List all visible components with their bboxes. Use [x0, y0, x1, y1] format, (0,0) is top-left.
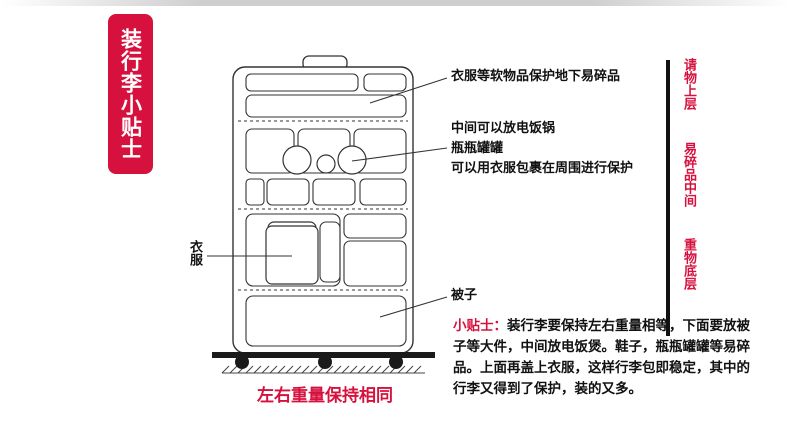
wheel-left: [235, 355, 249, 369]
legend-bar: [666, 60, 670, 336]
suitcase-base: [212, 352, 435, 358]
jar: [337, 145, 367, 175]
label-clothes-left: 衣服: [187, 240, 202, 266]
caption-balance: 左右重量保持相同: [257, 386, 393, 406]
label-middle-line1: 中间可以放电饭锅: [451, 121, 556, 136]
rice-cooker: [282, 145, 312, 175]
tip-title: 小贴士：: [453, 318, 507, 334]
tip-box: 小贴士：装行李要保持左右重量相等，下面要放被子等大件，中间放电饭煲。鞋子，瓶瓶罐…: [453, 316, 753, 400]
legend-top: 请物上层: [681, 58, 696, 110]
label-quilt: 被子: [451, 288, 478, 303]
label-middle-line3: 可以用衣服包裹在周围进行保护: [451, 161, 634, 176]
quilt-compartment: [245, 295, 407, 347]
wheel-center: [318, 355, 332, 369]
leader-middle: [351, 147, 448, 162]
top-clothes-compartment: [245, 94, 407, 118]
label-middle-line2: 瓶瓶罐罐: [451, 141, 504, 156]
ground-hatch: [221, 365, 422, 374]
tip-body: 装行李要保持左右重量相等，下面要放被子等大件，中间放电饭煲。鞋子，瓶瓶罐罐等易碎…: [453, 318, 750, 397]
top-divider: [0, 0, 790, 6]
legend-middle: 易碎品中间: [681, 142, 696, 207]
leader-top: [369, 77, 448, 104]
label-clothes-top: 衣服等软物品保护地下易碎品: [451, 69, 621, 84]
label-middle: 中间可以放电饭锅 瓶瓶罐罐 可以用衣服包裹在周围进行保护: [451, 119, 633, 179]
wheel-right: [389, 355, 403, 369]
leader-quilt: [379, 296, 448, 318]
title-tag: 装行李小贴士: [108, 14, 153, 174]
small-jar: [316, 154, 336, 174]
legend-bottom: 重物底层: [681, 238, 696, 290]
suitcase-body: [232, 66, 414, 354]
